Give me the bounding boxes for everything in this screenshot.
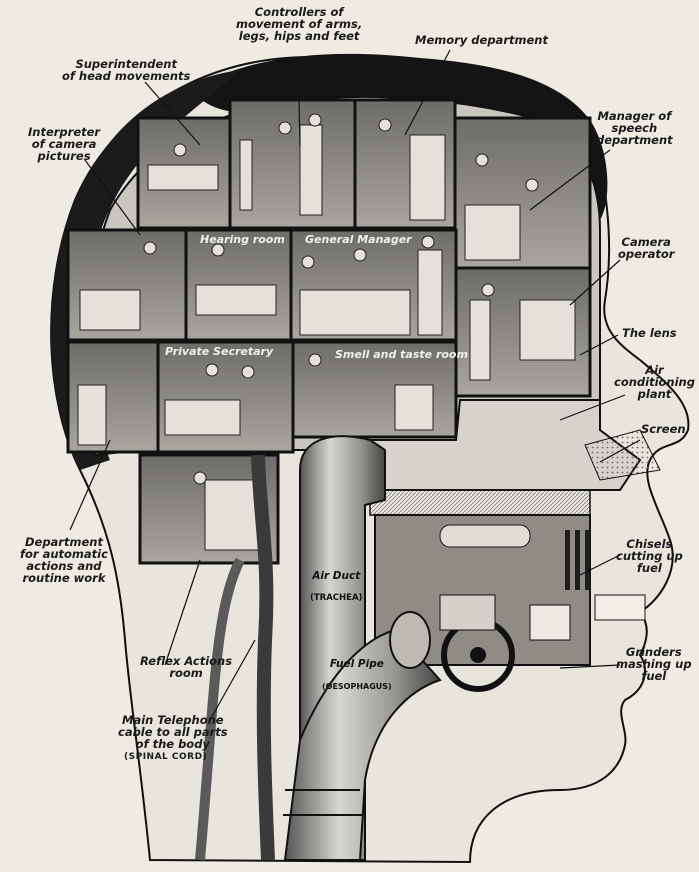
callout-controllers: Controllers of movement of arms, legs, h…	[236, 5, 363, 43]
label-fuel-pipe: Fuel Pipe (OESOPHAGUS)	[322, 648, 392, 703]
screen-grille	[584, 429, 661, 481]
trachea-text: (TRACHEA)	[310, 593, 363, 603]
conveyor-deck	[369, 489, 591, 516]
callout-reflex: Reflex Actions room	[140, 654, 233, 680]
callout-chisels: Chisels cutting up fuel	[616, 537, 683, 575]
callout-head-movements: Superintendent of head movements	[62, 57, 191, 83]
label-air-duct: Air Duct (TRACHEA)	[310, 560, 362, 615]
callout-leaders	[69, 49, 641, 721]
room-label-hearing: Hearing room	[200, 233, 285, 246]
room-label-general-manager: General Manager	[305, 233, 412, 246]
callout-air-conditioning: Air conditioning plant	[614, 363, 695, 401]
callout-interpreter: Interpreter of camera pictures	[28, 125, 101, 163]
callout-automatic: Department for automatic actions and rou…	[20, 535, 108, 585]
callout-camera-operator: Camera operator	[618, 235, 675, 261]
room-details	[77, 113, 576, 551]
callout-screen: Screen	[641, 422, 686, 436]
callout-grinders: Grinders mashing up fuel	[616, 645, 692, 683]
callout-memory: Memory department	[415, 33, 548, 47]
room-label-private-secretary: Private Secretary	[165, 345, 274, 358]
callout-spinal-cord: (SPINAL CORD)	[124, 752, 208, 762]
chisels	[565, 530, 590, 590]
fuel-pipe-text: Fuel Pipe	[329, 658, 384, 670]
oesophagus-text: (OESOPHAGUS)	[322, 682, 392, 691]
spinal-cord-cable	[251, 454, 275, 861]
head-outer-shell	[51, 70, 241, 470]
callout-lens: The lens	[622, 326, 677, 340]
callout-telephone: Main Telephone cable to all parts of the…	[118, 713, 228, 751]
hair	[190, 53, 608, 221]
room-label-smell-taste: Smell and taste room	[335, 348, 468, 361]
air-duct-text: Air Duct	[312, 570, 361, 582]
callout-speech: Manager of speech department	[596, 109, 673, 147]
fuel-pipe	[283, 628, 442, 861]
